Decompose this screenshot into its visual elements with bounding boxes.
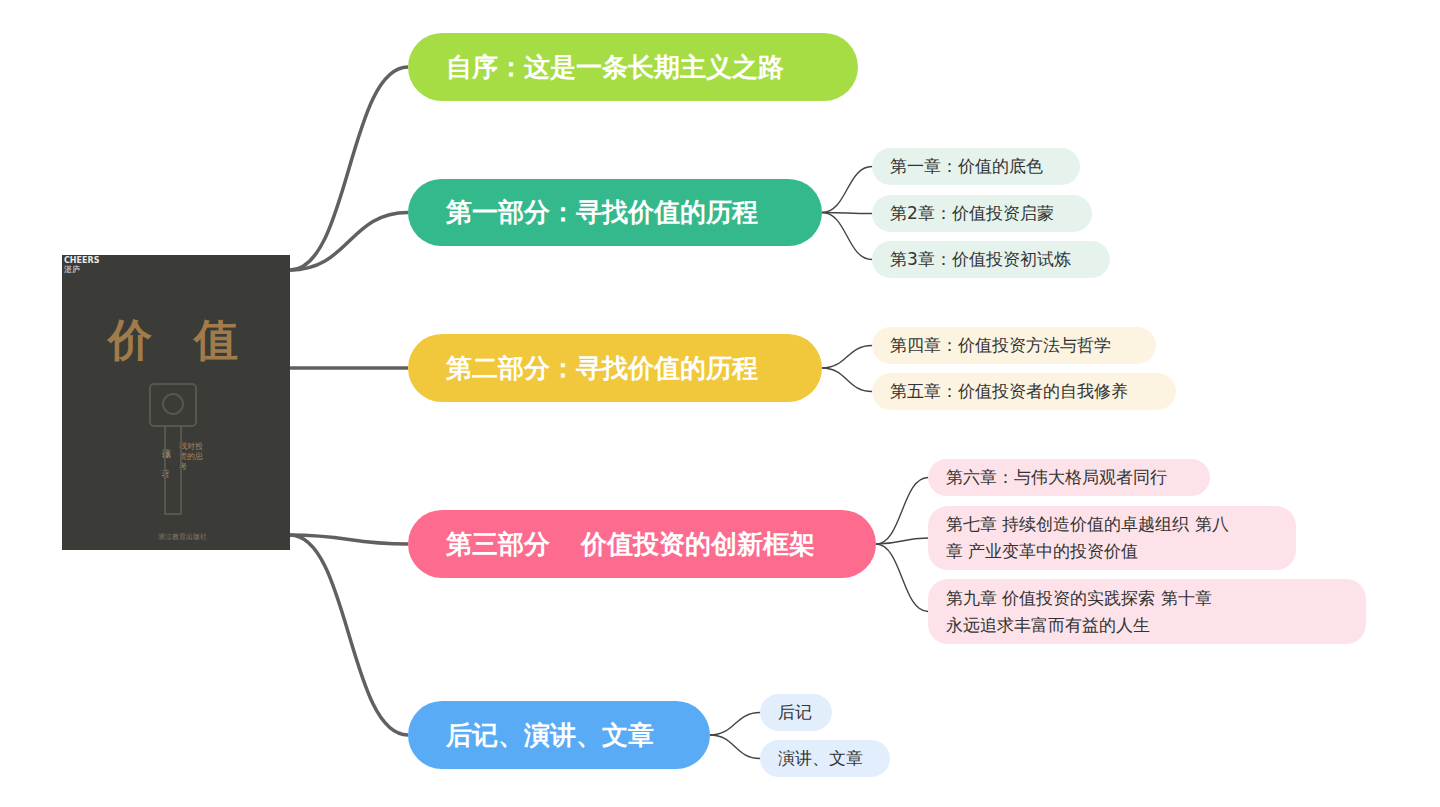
connector-curve [822,368,872,392]
node-text: 自序：这是一条长期主义之路 [446,50,784,85]
book-cover: CHEERS湛庐价值张磊著我对投资的思考浙江教育出版社 [62,255,290,550]
node-text: 价值 [108,317,280,363]
node-text: 演讲、文章 [778,745,863,772]
node-text: 第六章：与伟大格局观者同行 [946,464,1167,491]
chapter-pill: 后记 [760,694,832,731]
node-text: 第一章：价值的底色 [890,153,1043,180]
node-text: 第七章 持续创造价值的卓越组织 第八章 产业变革中的投资价值 [946,511,1234,565]
branch-pill: 第三部分 价值投资的创新框架 [408,510,876,578]
connector-curve [822,346,872,369]
node-text: 第一部分：寻找价值的历程 [446,195,758,230]
chapter-pill: 第一章：价值的底色 [872,148,1080,185]
node-text: CHEERS [64,256,99,266]
chapter-pill: 第2章：价值投资启蒙 [872,195,1092,232]
chapter-pill: 第九章 价值投资的实践探索 第十章 永远追求丰富而有益的人生 [928,579,1366,644]
chapter-pill: 第四章：价值投资方法与哲学 [872,327,1156,364]
branch-pill: 第二部分：寻找价值的历程 [408,334,822,402]
connector-curve [822,167,872,213]
chapter-pill: 第3章：价值投资初试炼 [872,241,1110,278]
node-text: 著 [161,469,170,480]
branch-pill: 后记、演讲、文章 [408,701,710,769]
node-text: 第九章 价值投资的实践探索 第十章 永远追求丰富而有益的人生 [946,585,1218,639]
connector-curve [290,213,408,271]
branch-pill: 自序：这是一条长期主义之路 [408,33,858,101]
chapter-pill: 第五章：价值投资者的自我修养 [872,373,1176,410]
connector-curve [290,67,408,270]
connector-curve [876,478,928,545]
connector-curve [290,535,408,735]
connector-curve [710,735,760,759]
node-text: 第五章：价值投资者的自我修养 [890,378,1128,405]
node-text: 后记、演讲、文章 [446,718,654,753]
node-text: 第2章：价值投资启蒙 [890,200,1054,227]
connector-curve [822,213,872,260]
node-text: 我对投资的思考 [179,442,205,472]
node-text: 湛庐 [64,265,80,275]
connector-curve [290,535,408,544]
chapter-pill: 演讲、文章 [760,740,890,777]
node-text: 第3章：价值投资初试炼 [890,246,1071,273]
node-text: 后记 [778,699,812,726]
connector-curve [876,544,928,612]
node-text: 第四章：价值投资方法与哲学 [890,332,1111,359]
connector-curve [290,366,408,370]
connector-curve [710,713,760,736]
connector-curve [822,213,872,214]
chapter-pill: 第七章 持续创造价值的卓越组织 第八章 产业变革中的投资价值 [928,506,1296,570]
chapter-pill: 第六章：与伟大格局观者同行 [928,459,1210,496]
node-text: 第二部分：寻找价值的历程 [446,351,758,386]
node-text: 浙江教育出版社 [158,533,207,542]
branch-pill: 第一部分：寻找价值的历程 [408,179,822,246]
node-text: 第三部分 价值投资的创新框架 [446,527,815,562]
connector-curve [876,538,928,544]
